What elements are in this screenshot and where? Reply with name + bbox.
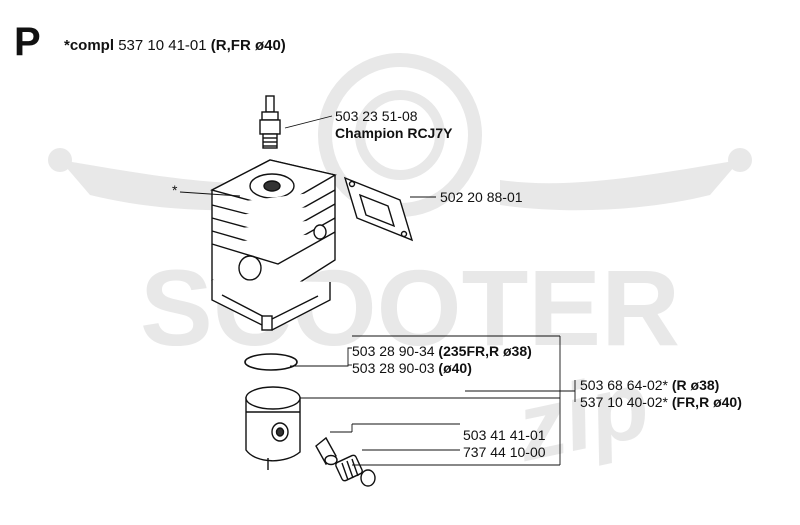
spark-plug-number: 503 23 51-08 (335, 108, 418, 124)
piston-a-number: 503 68 64-02* (580, 377, 668, 393)
piston-a: 503 68 64-02* (R ø38) (580, 377, 742, 394)
bearing-number: 737 44 10-00 (463, 444, 546, 460)
assembly-heading: *compl 537 10 41-01 (R,FR ø40) (64, 37, 286, 54)
ring-a-variant: (235FR,R ø38) (438, 343, 532, 359)
piston-ring (244, 353, 298, 371)
heading-part-number: 537 10 41-01 (118, 37, 207, 54)
asterisk-marker: * (172, 182, 178, 198)
watermark: SCOOTER zip (48, 53, 752, 482)
heading-prefix: *compl (64, 37, 115, 54)
ring-label: 503 28 90-34 (235FR,R ø38) 503 28 90-03 … (352, 343, 532, 377)
cylinder (210, 159, 337, 331)
piston-label: 503 68 64-02* (R ø38) 537 10 40-02* (FR,… (580, 377, 742, 411)
piston-b-variant: (FR,R ø40) (671, 394, 742, 410)
ring-a: 503 28 90-34 (235FR,R ø38) (352, 343, 532, 360)
spark-plug-label: 503 23 51-08 Champion RCJ7Y (335, 108, 452, 142)
ring-b-variant: (ø40) (438, 360, 472, 376)
leader-lines (179, 115, 576, 466)
heading-variant: (R,FR ø40) (210, 37, 286, 54)
piston-b-number: 537 10 40-02* (580, 394, 668, 410)
ring-b-number: 503 28 90-03 (352, 360, 435, 376)
piston (245, 386, 301, 470)
ring-a-number: 503 28 90-34 (352, 343, 435, 359)
gasket-number: 502 20 88-01 (440, 189, 523, 205)
piston-b: 537 10 40-02* (FR,R ø40) (580, 394, 742, 411)
needle-bearing (335, 454, 376, 487)
piston-pin (315, 436, 338, 466)
spark-plug (259, 95, 281, 149)
section-letter: P (14, 20, 41, 64)
gasket (343, 176, 414, 242)
spark-plug-name: Champion RCJ7Y (335, 125, 453, 141)
piston-a-variant: (R ø38) (671, 377, 720, 393)
ring-b: 503 28 90-03 (ø40) (352, 360, 532, 377)
pin-number: 503 41 41-01 (463, 427, 546, 443)
